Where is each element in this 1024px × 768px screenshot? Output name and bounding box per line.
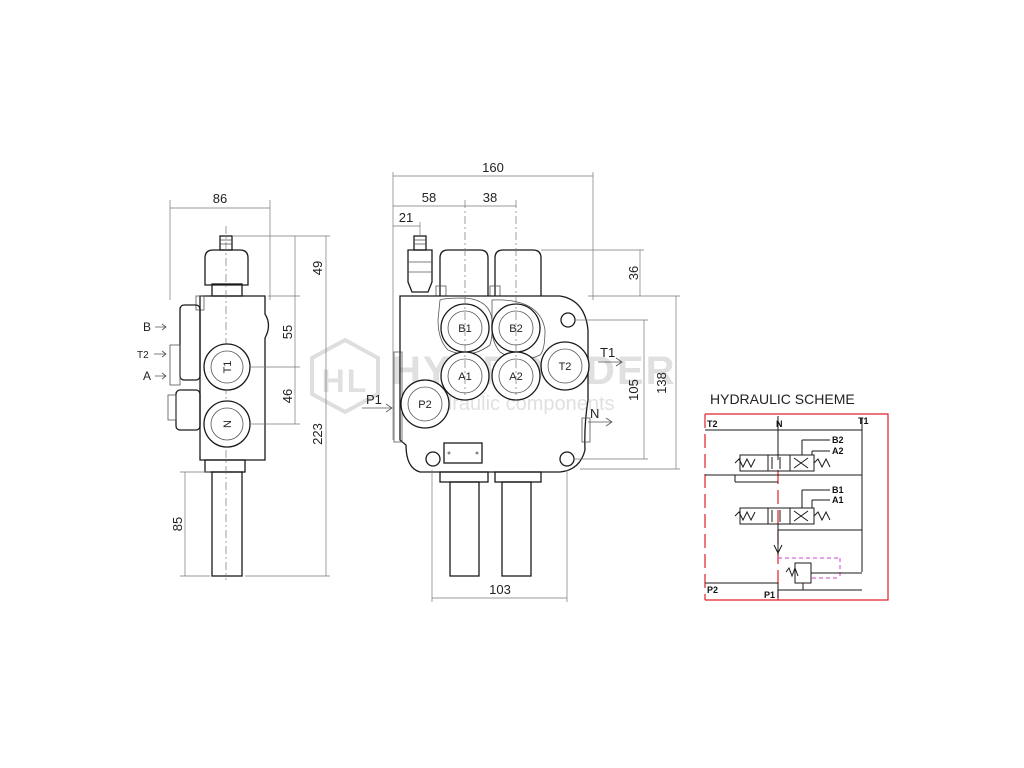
front-bolt-hole (559, 451, 575, 467)
front-dim-21: 21 (399, 210, 413, 225)
front-body (399, 295, 589, 473)
side-dim-shaft: 85 (170, 517, 185, 531)
front-port-p2-label: P2 (418, 399, 431, 411)
side-label-a: A (143, 369, 151, 383)
front-bolt-hole (425, 451, 441, 467)
front-label-t1: T1 (600, 345, 615, 360)
front-port-t2-label: T2 (559, 361, 572, 373)
front-shaft-right (501, 481, 532, 577)
side-port-t1-label: T1 (222, 361, 234, 374)
side-dim-mid1: 55 (280, 325, 295, 339)
scheme-label-p1: P1 (764, 590, 775, 600)
side-port-boss-upper (179, 304, 201, 381)
scheme-frame (705, 413, 889, 601)
scheme-label-b2: B2 (832, 435, 844, 445)
side-dim-width: 86 (213, 191, 227, 206)
front-view: B1 B2 A1 A2 T2 P2 P1 T1 (362, 160, 680, 602)
scheme-label-a1: A1 (832, 495, 844, 505)
front-dim-105: 105 (626, 379, 641, 401)
hydraulic-scheme: HYDRAULIC SCHEME T2 N T1 B2 A2 (704, 391, 889, 601)
scheme-label-a2: A2 (832, 446, 844, 456)
front-bolt-hole (560, 312, 576, 328)
side-body (199, 295, 270, 461)
scheme-label-b1: B1 (832, 485, 844, 495)
front-dim-138: 138 (654, 372, 669, 394)
scheme-label-n: N (776, 419, 783, 429)
side-view: T1 N B T2 A 86 49 55 46 223 85 (137, 191, 330, 580)
scheme-spool-lower (734, 507, 831, 525)
watermark-logo-hexagon (310, 337, 380, 415)
scheme-relief-valve (778, 557, 862, 591)
front-shaft-left (449, 481, 480, 577)
front-dim-38: 38 (483, 190, 497, 205)
scheme-label-t1: T1 (858, 416, 869, 426)
side-label-t2: T2 (137, 350, 149, 361)
side-port-n-label: N (222, 420, 234, 428)
side-dim-top: 49 (310, 261, 325, 275)
scheme-spool-upper (734, 454, 831, 472)
front-relief-valve (407, 249, 433, 293)
side-label-b: B (143, 320, 151, 334)
watermark-logo-text: HL (322, 363, 369, 399)
front-dim-overall: 160 (482, 160, 504, 175)
front-dim-36: 36 (626, 266, 641, 280)
side-shaft (211, 471, 243, 577)
front-cap-left (439, 249, 489, 296)
scheme-label-p2: P2 (707, 585, 718, 595)
front-nameplate (443, 442, 483, 464)
front-relief-screw (413, 235, 427, 251)
side-dim-mid2: 46 (280, 389, 295, 403)
scheme-title: HYDRAULIC SCHEME (710, 391, 855, 407)
side-port-boss-lower (175, 389, 201, 431)
scheme-label-t2: T2 (707, 419, 718, 429)
front-label-p1: P1 (366, 392, 382, 407)
front-dim-103: 103 (489, 582, 511, 597)
front-label-n: N (590, 406, 599, 421)
side-dim-total: 223 (310, 423, 325, 445)
front-dim-58: 58 (422, 190, 436, 205)
front-cap-right (494, 249, 542, 296)
side-top-cap (204, 249, 249, 286)
